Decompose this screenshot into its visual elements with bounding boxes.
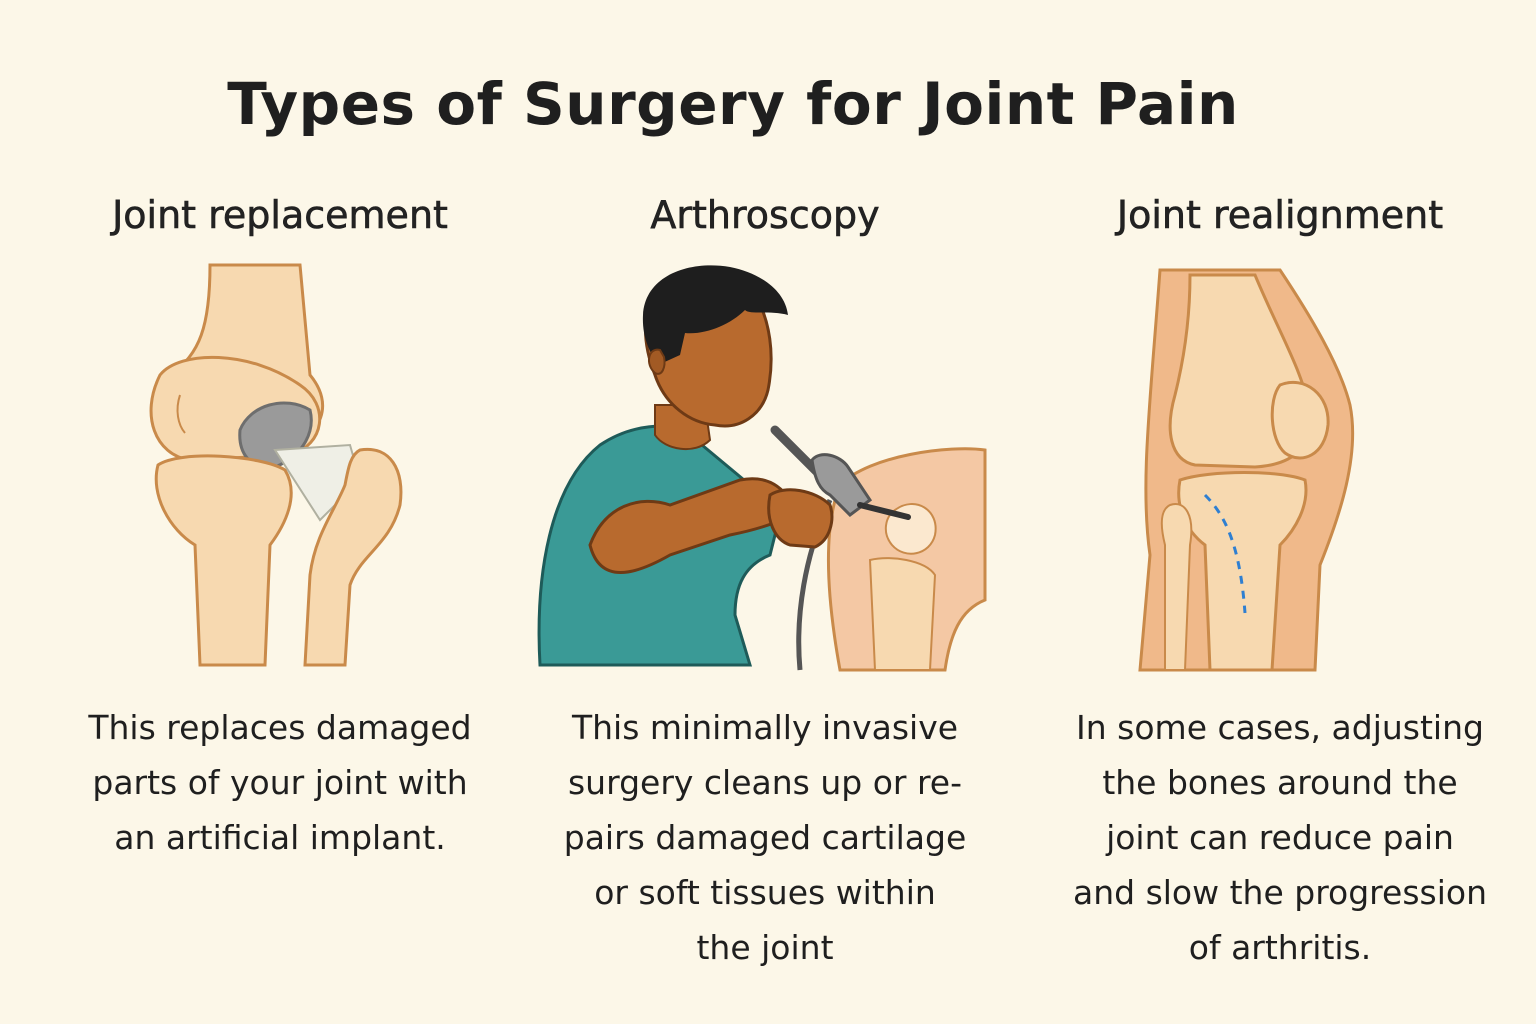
- joint-realignment-description: In some cases, adjusting the bones aroun…: [1040, 700, 1520, 975]
- knee-realignment-icon: [1138, 268, 1355, 672]
- description-line: This replaces damaged: [88, 708, 472, 747]
- description-line: In some cases, adjusting: [1076, 708, 1484, 747]
- arthroscopy-heading: Arthroscopy: [650, 193, 880, 238]
- description-line: joint can reduce pain: [1106, 818, 1454, 857]
- description-line: pairs damaged cartilage: [563, 818, 967, 857]
- description-line: and slow the progression: [1073, 873, 1487, 912]
- arthroscopy-description: This minimally invasive surgery cleans u…: [530, 700, 1000, 975]
- joint-replacement-panel: Joint replacement This replaces damaged …: [60, 0, 500, 1024]
- joint-replacement-description: This replaces damaged parts of your join…: [60, 700, 500, 865]
- page-title: Types of Surgery for Joint Pain: [227, 70, 1239, 138]
- surgeon-arthroscope-icon: [537, 265, 987, 672]
- joint-replacement-heading: Joint replacement: [112, 193, 448, 238]
- description-line: This minimally invasive: [571, 708, 959, 747]
- description-line: the bones around the: [1102, 763, 1458, 802]
- description-line: an artificial implant.: [114, 818, 446, 857]
- arthroscopy-panel: Arthroscopy This minimally invasive surg…: [530, 0, 1000, 1024]
- joint-realignment-panel: Joint realignment In some cases, adjusti…: [1040, 0, 1520, 1024]
- description-line: the joint: [696, 928, 834, 967]
- knee-implant-icon: [149, 263, 403, 667]
- description-line: parts of your joint with: [92, 763, 468, 802]
- description-line: of arthritis.: [1188, 928, 1372, 967]
- description-line: or soft tissues within: [594, 873, 936, 912]
- description-line: surgery cleans up or re-: [567, 763, 963, 802]
- joint-realignment-heading: Joint realignment: [1116, 193, 1444, 238]
